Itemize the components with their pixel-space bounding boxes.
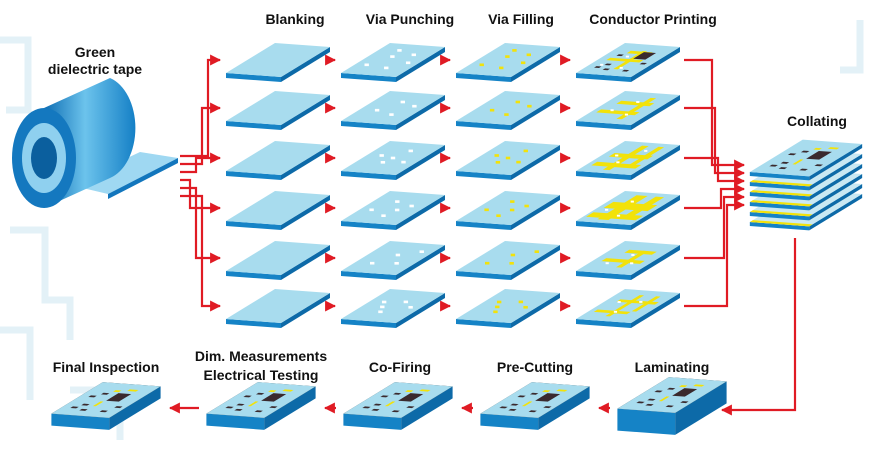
tape-branch-arrow: [180, 186, 222, 264]
stage-label-via-filling: Via Filling: [488, 11, 554, 27]
sheet-via-fill-row-3: [456, 141, 560, 180]
sheet-top: [341, 289, 445, 323]
background-decoration: [0, 20, 864, 440]
sheet-conductor-row-6: [576, 289, 680, 328]
sheet-top: [341, 43, 445, 77]
stage-label-co-firing: Co-Firing: [368, 359, 432, 375]
sheet-blank-row-1: [226, 43, 330, 82]
sheet-top: [341, 191, 445, 225]
sheet-blank-row-3: [226, 141, 330, 180]
sheet-top: [341, 91, 445, 125]
collate-arrow: [684, 199, 746, 308]
sheet-conductor-row-2: [576, 91, 680, 130]
sheet-via-punch-row-3: [341, 141, 445, 180]
sheet-conductor-row-1: [576, 43, 680, 82]
stage-label-via-punching: Via Punching: [365, 11, 455, 27]
stage-label-final-inspection: Final Inspection: [52, 359, 160, 375]
collate-arrow: [684, 58, 746, 171]
dielectric-tape-roll: [12, 78, 178, 208]
sheet-conductor-row-3: [576, 141, 680, 180]
stage-label-collating: Collating: [787, 113, 847, 129]
collate-arrow: [684, 183, 746, 210]
sheet-blank-row-2: [226, 91, 330, 130]
pre-cut-block: [480, 382, 590, 430]
sheet-via-fill-row-6: [456, 289, 560, 328]
sheet-via-punch-row-6: [341, 289, 445, 328]
sheet-top: [456, 43, 560, 77]
tape-branch-arrow: [180, 102, 222, 166]
sheet-top: [226, 289, 330, 323]
sheet-top: [226, 191, 330, 225]
tape-branch-arrow: [180, 152, 222, 174]
sheet-top: [456, 241, 560, 275]
sheet-via-punch-row-4: [341, 191, 445, 230]
collate-arrow: [684, 191, 746, 260]
process-sheets: [51, 43, 863, 435]
sheet-top: [226, 241, 330, 275]
inspected-block: [51, 382, 161, 430]
sheet-via-fill-row-2: [456, 91, 560, 130]
stage-label-electrical-testing: Electrical Testing: [203, 367, 319, 383]
tested-block: [206, 382, 316, 430]
sheet-top: [456, 91, 560, 125]
sheet-blank-row-6: [226, 289, 330, 328]
sheet-top: [456, 289, 560, 323]
stage-label-pre-cutting: Pre-Cutting: [496, 359, 574, 375]
tape-branch-arrow: [180, 194, 222, 312]
collated-stack: [749, 139, 863, 231]
sheet-conductor-row-5: [576, 241, 680, 280]
sheet-top: [576, 289, 680, 323]
sheet-conductor-row-4: [576, 191, 680, 230]
stage-label-conductor-printing: Conductor Printing: [589, 11, 717, 27]
source-label-line1: Green: [74, 44, 116, 60]
process-arrows: [168, 54, 797, 416]
sheet-top: [456, 191, 560, 225]
sheet-via-fill-row-5: [456, 241, 560, 280]
sheet-blank-row-4: [226, 191, 330, 230]
stage-label-blanking: Blanking: [265, 11, 325, 27]
stage-label-dim-measurements: Dim. Measurements: [194, 348, 328, 364]
collate-to-laminate-arrow: [720, 238, 797, 416]
collate-arrow: [684, 106, 746, 179]
collate-arrow: [684, 156, 746, 187]
stage-label-laminating: Laminating: [634, 359, 710, 375]
sheet-via-punch-row-2: [341, 91, 445, 130]
sheet-via-punch-row-5: [341, 241, 445, 280]
sheet-top: [226, 141, 330, 175]
sheet-via-fill-row-1: [456, 43, 560, 82]
sheet-top: [341, 241, 445, 275]
sheet-via-fill-row-4: [456, 191, 560, 230]
sheet-top: [576, 241, 680, 275]
sheet-blank-row-5: [226, 241, 330, 280]
source-label-line2: dielectric tape: [47, 61, 143, 77]
tape-branch-arrow: [180, 178, 222, 214]
sheet-top: [226, 91, 330, 125]
co-fired-block: [343, 382, 453, 430]
sheet-top: [226, 43, 330, 77]
sheet-via-punch-row-1: [341, 43, 445, 82]
laminated-block: [617, 377, 727, 435]
